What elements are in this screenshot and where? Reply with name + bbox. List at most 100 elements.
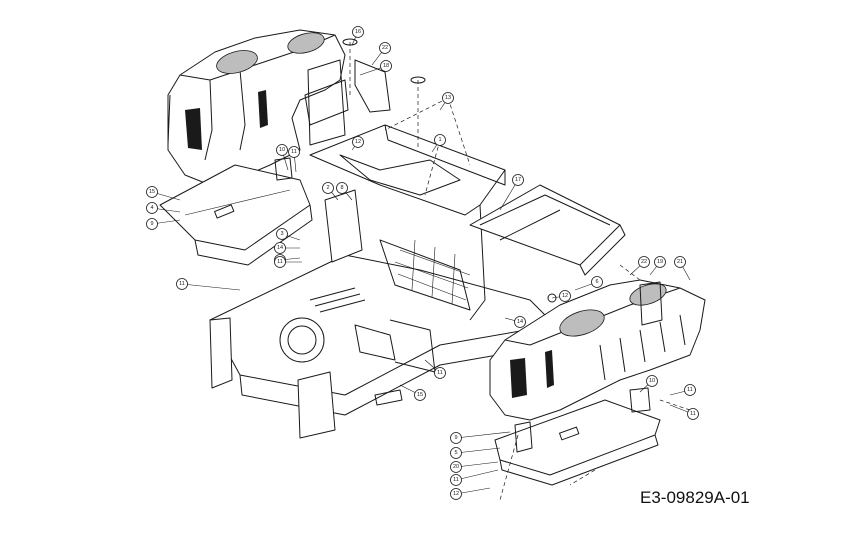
callout-number: 11 [277, 259, 283, 265]
callout-leader [455, 447, 501, 454]
callout-circle [414, 389, 426, 401]
callout-6: 6 [574, 276, 603, 291]
callout-circle [276, 144, 288, 156]
callout-number: 9 [150, 221, 153, 227]
callout-4: 4 [146, 202, 181, 214]
callout-number: 12 [355, 139, 361, 145]
callout-3: 3 [276, 228, 301, 241]
right-footrest-plate [494, 387, 661, 486]
callout-number: 10 [279, 147, 285, 153]
callout-1: 1 [431, 134, 446, 153]
callout-leader [455, 469, 499, 481]
callout-11: 11 [450, 469, 499, 486]
callout-circle [146, 186, 158, 198]
callout-11: 11 [176, 278, 241, 291]
callout-circle [352, 136, 364, 148]
callout-number: 5 [454, 450, 457, 456]
callout-15: 15 [399, 384, 426, 401]
callout-circle [450, 488, 462, 500]
callout-circle [684, 384, 696, 396]
left-footrest-plate [159, 157, 313, 266]
callout-9: 9 [146, 218, 181, 230]
callout-14: 14 [504, 316, 526, 328]
callout-number: 16 [355, 29, 361, 35]
callout-circle [654, 256, 666, 268]
callout-number: 22 [641, 259, 647, 265]
callout-circle [450, 447, 462, 459]
right-fender-shell [489, 279, 706, 421]
callout-circle [336, 182, 348, 194]
callout-circle [379, 42, 391, 54]
callout-circle [352, 26, 364, 38]
callout-leader [455, 461, 499, 468]
callout-9: 9 [450, 431, 511, 444]
callout-21: 21 [674, 256, 691, 281]
callout-11: 11 [669, 404, 699, 420]
callout-12: 12 [551, 290, 571, 302]
callout-circle [514, 316, 526, 328]
callout-number: 9 [454, 435, 457, 441]
callout-15: 15 [146, 186, 181, 201]
callout-number: 8 [340, 185, 343, 191]
callout-circle [450, 474, 462, 486]
callout-11: 11 [424, 359, 446, 379]
callout-number: 14 [277, 245, 283, 251]
callout-number: 11 [437, 370, 443, 376]
callout-circle [442, 92, 454, 104]
callout-17: 17 [499, 174, 524, 211]
callout-14: 14 [274, 242, 300, 254]
callout-12: 12 [351, 136, 364, 151]
callout-number: 17 [515, 177, 521, 183]
small-brackets [307, 38, 557, 303]
callout-number: 22 [382, 45, 388, 51]
callout-number: 11 [179, 281, 185, 287]
callout-number: 3 [280, 231, 283, 237]
drawing-code: E3-09829A-01 [640, 488, 750, 507]
callout-circle [274, 242, 286, 254]
callout-22: 22 [629, 256, 650, 276]
callout-circle [646, 375, 658, 387]
callout-number: 21 [677, 259, 683, 265]
callout-circle [591, 276, 603, 288]
callout-circle [687, 408, 699, 420]
main-frame [209, 254, 556, 439]
callout-number: 12 [453, 491, 459, 497]
callout-number: 11 [453, 477, 459, 483]
callout-circle [146, 218, 158, 230]
callout-13: 13 [439, 92, 454, 111]
callout-8: 8 [336, 182, 353, 201]
callout-12: 12 [450, 487, 491, 500]
callout-number: 4 [150, 205, 153, 211]
callout-number: 15 [149, 189, 155, 195]
callout-20: 20 [450, 461, 499, 473]
callout-circle [638, 256, 650, 268]
callout-circle [176, 278, 188, 290]
callout-number: 19 [657, 259, 663, 265]
callout-16: 16 [351, 26, 364, 46]
callout-number: 15 [417, 392, 423, 398]
callout-number: 18 [383, 63, 389, 69]
callout-leader [181, 283, 241, 291]
callout-number: 12 [562, 293, 568, 299]
callout-circle [322, 182, 334, 194]
callout-18: 18 [359, 60, 392, 76]
callout-2: 2 [322, 182, 339, 201]
callout-22: 22 [371, 42, 391, 66]
callout-leader [455, 431, 511, 439]
callout-circle [146, 202, 158, 214]
callout-circle [288, 146, 300, 158]
callout-5: 5 [450, 447, 501, 459]
callout-number: 13 [445, 95, 451, 101]
callout-number: 14 [517, 319, 523, 325]
callout-10: 10 [276, 144, 289, 171]
callout-number: 11 [291, 149, 297, 155]
callout-number: 20 [453, 464, 459, 470]
callout-circle [674, 256, 686, 268]
leader-lines [349, 42, 691, 501]
callout-number: 11 [690, 411, 696, 417]
callout-19: 19 [649, 256, 666, 276]
left-fender-shell [167, 29, 349, 186]
callout-circle [434, 367, 446, 379]
callout-11: 11 [274, 256, 302, 268]
